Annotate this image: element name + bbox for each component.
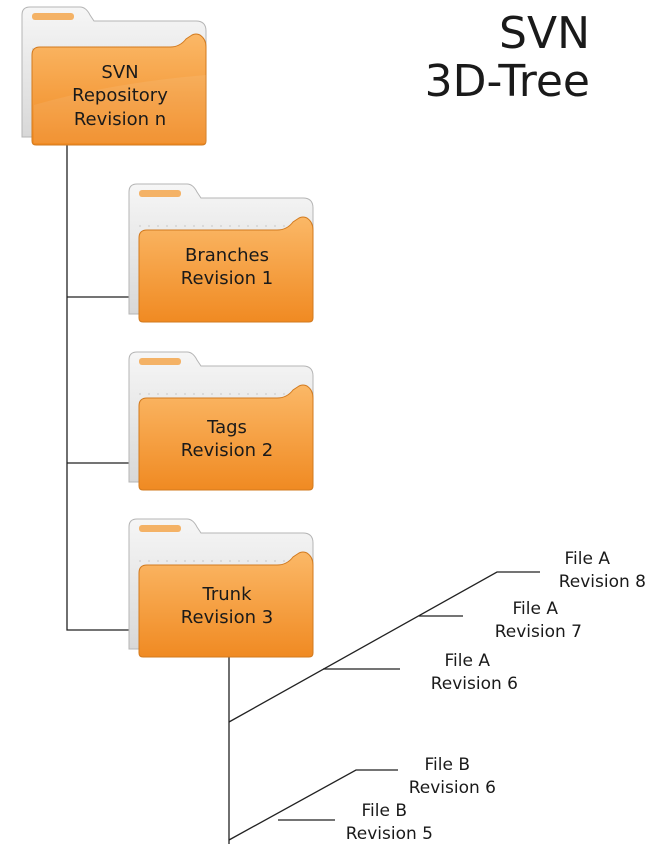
file-a-rev7-revision: Revision 7 — [494, 621, 582, 642]
file-b-rev5-name: File B — [361, 801, 407, 821]
folder-trunk-line-1: Trunk — [202, 584, 252, 605]
file-a-rev8[interactable]: File A Revision 8 — [559, 548, 646, 594]
file-a-rev8-revision: Revision 8 — [558, 571, 646, 592]
folder-icon — [21, 6, 207, 146]
folder-tags-label: Tags Revision 2 — [137, 416, 317, 463]
title-line-2: 3D-Tree — [424, 56, 590, 108]
folder-trunk[interactable]: Trunk Revision 3 — [127, 517, 317, 662]
file-a-rev7-name: File A — [512, 599, 558, 619]
folder-root-line-3: Revision n — [73, 108, 167, 130]
folder-root-line-2: Repository — [72, 85, 168, 107]
file-a-rev8-name: File A — [564, 549, 610, 569]
file-b-rev6[interactable]: File B Revision 6 — [409, 754, 496, 800]
folder-branches-line-1: Branches — [185, 245, 269, 266]
file-a-rev6[interactable]: File A Revision 6 — [431, 650, 518, 696]
file-a-rev6-revision: Revision 6 — [430, 673, 518, 694]
folder-branches-label: Branches Revision 1 — [137, 244, 317, 291]
file-b-diagonal — [228, 769, 398, 841]
folder-root-line-1: SVN — [101, 62, 139, 83]
file-b-rev5[interactable]: File B Revision 5 — [346, 800, 433, 846]
folder-root-label: SVN Repository Revision n — [30, 61, 210, 131]
folder-root[interactable]: SVN Repository Revision n — [20, 5, 210, 150]
file-b-rev6-revision: Revision 6 — [408, 777, 496, 798]
file-a-rev7[interactable]: File A Revision 7 — [495, 598, 582, 644]
file-b-rev5-revision: Revision 5 — [345, 823, 433, 844]
folder-branches[interactable]: Branches Revision 1 — [127, 182, 317, 327]
folder-trunk-line-2: Revision 3 — [180, 607, 274, 629]
folder-branches-line-2: Revision 1 — [180, 268, 274, 290]
root-trunk-line — [66, 140, 130, 631]
folder-tags-line-2: Revision 2 — [180, 440, 274, 462]
folder-icon — [128, 351, 314, 491]
file-a-diagonal — [228, 571, 540, 723]
file-b-rev6-name: File B — [424, 755, 470, 775]
folder-tags[interactable]: Tags Revision 2 — [127, 350, 317, 495]
diagram-title: SVN 3D-Tree — [380, 8, 590, 108]
folder-tags-line-1: Tags — [207, 417, 247, 438]
folder-icon — [128, 518, 314, 658]
title-line-1: SVN — [499, 8, 590, 59]
folder-trunk-label: Trunk Revision 3 — [137, 583, 317, 630]
file-a-rev6-name: File A — [444, 651, 490, 671]
folder-icon — [128, 183, 314, 323]
